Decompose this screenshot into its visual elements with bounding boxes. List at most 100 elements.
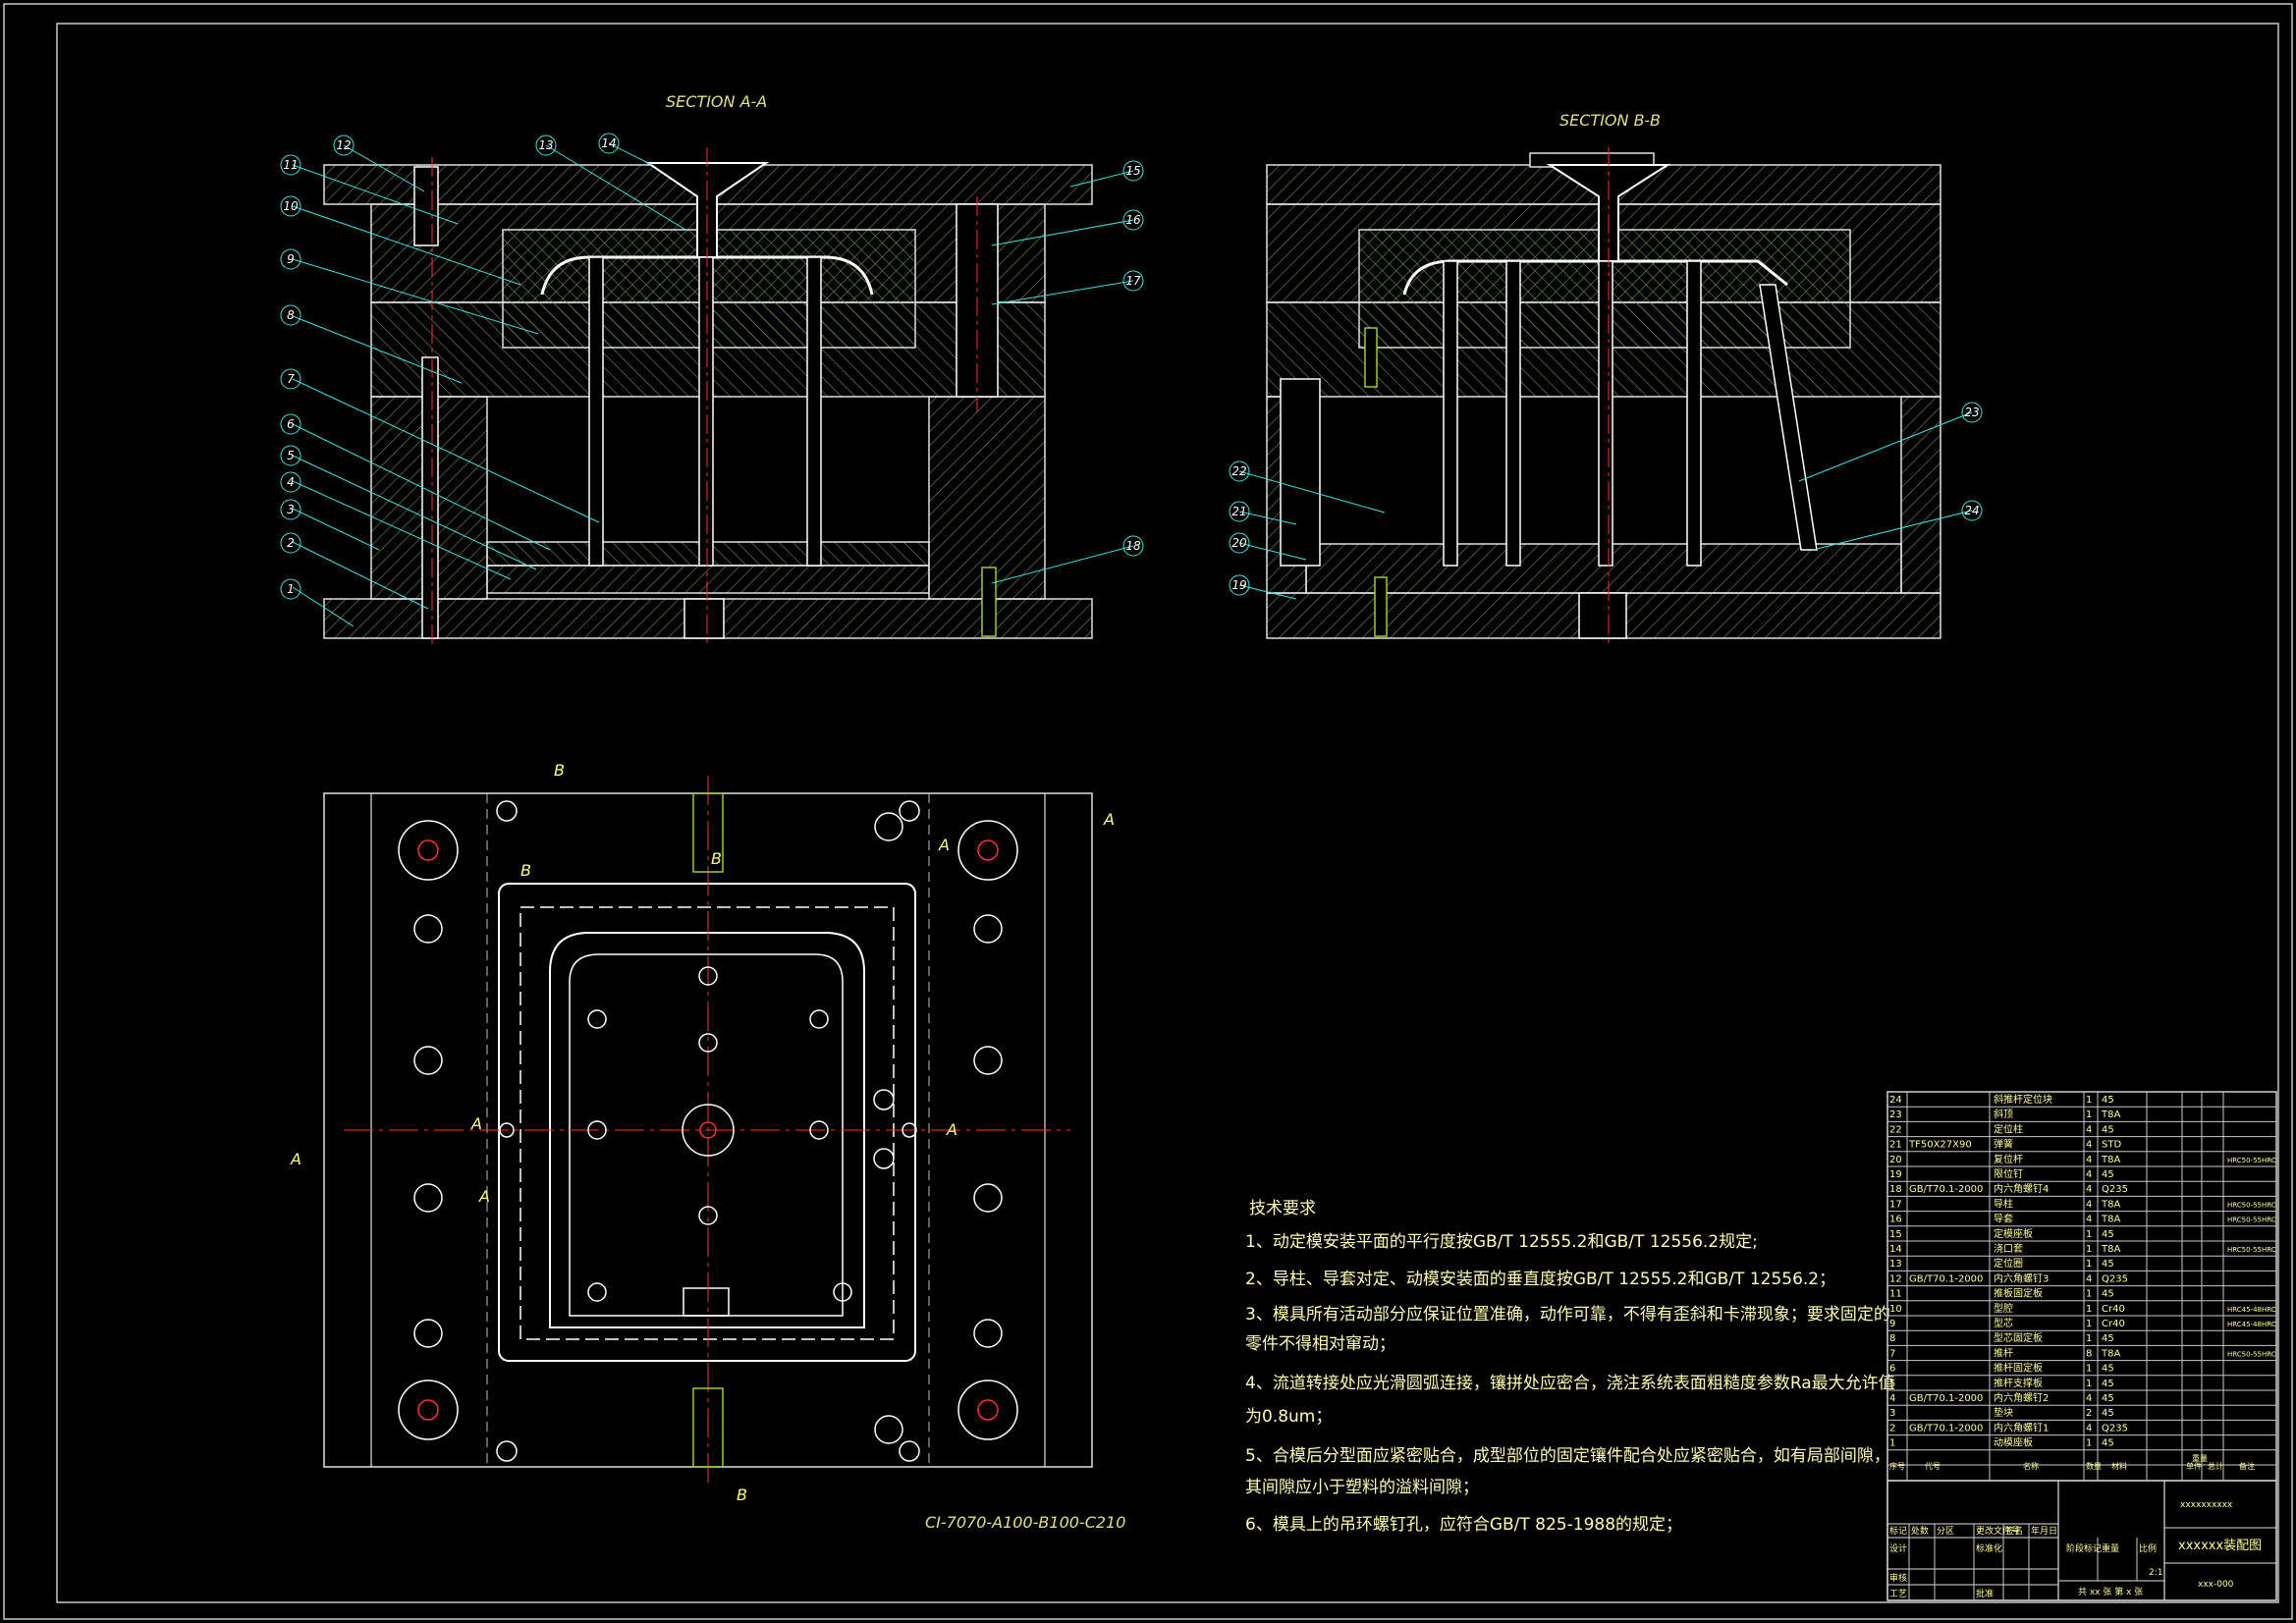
bom-cell: 推板固定板 bbox=[1994, 1287, 2043, 1300]
svg-text:工艺: 工艺 bbox=[1889, 1589, 1907, 1599]
bom-header-cell: 名称 bbox=[2023, 1461, 2039, 1471]
bom-cell: HRC50-55HRC bbox=[2227, 1350, 2276, 1358]
svg-text:A: A bbox=[470, 1114, 482, 1133]
bom-cell: 1 bbox=[2086, 1333, 2092, 1344]
balloon: 17 bbox=[1122, 270, 1144, 292]
svg-text:xxx-000: xxx-000 bbox=[2198, 1580, 2234, 1590]
bom-header-cell: 总计 bbox=[2208, 1461, 2223, 1471]
bom-cell: 垫块 bbox=[1994, 1406, 2013, 1419]
svg-text:B: B bbox=[520, 861, 531, 880]
svg-text:B: B bbox=[554, 761, 565, 780]
svg-text:阶段标记: 阶段标记 bbox=[2066, 1542, 2102, 1554]
bom-cell: 内六角螺钉1 bbox=[1994, 1421, 2049, 1434]
svg-text:技术要求: 技术要求 bbox=[1249, 1199, 1316, 1218]
svg-text:审核: 审核 bbox=[1889, 1572, 1907, 1584]
svg-text:3、模具所有活动部分应保证位置准确，动作可靠，不得有歪斜和卡: 3、模具所有活动部分应保证位置准确，动作可靠，不得有歪斜和卡滞现象；要求固定的 bbox=[1245, 1305, 1890, 1325]
bom-cell: Cr40 bbox=[2102, 1319, 2125, 1329]
balloon: 20 bbox=[1229, 532, 1250, 554]
bom-cell: 复位杆 bbox=[1994, 1153, 2023, 1165]
bom-header-cell: 序号 bbox=[1889, 1461, 1905, 1471]
bom-cell: 4 bbox=[2086, 1124, 2092, 1135]
bom-cell: 20 bbox=[1889, 1155, 1902, 1165]
bom-cell: 1 bbox=[2086, 1244, 2092, 1255]
bom-cell: 45 bbox=[2102, 1259, 2114, 1270]
bom-cell: 1 bbox=[2086, 1304, 2092, 1315]
balloon: 22 bbox=[1229, 460, 1250, 482]
section-aa-view: SECTION A-A bbox=[292, 92, 1134, 648]
bom-cell: 4 bbox=[2086, 1140, 2092, 1151]
bom-cell: GB/T70.1-2000 bbox=[1909, 1273, 1983, 1284]
svg-text:6、模具上的吊环螺钉孔，应符合GB/T 825-1988的规: 6、模具上的吊环螺钉孔，应符合GB/T 825-1988的规定； bbox=[1245, 1515, 1682, 1535]
bom-cell: 1 bbox=[2086, 1379, 2092, 1389]
bom-cell: 21 bbox=[1889, 1140, 1902, 1151]
balloon: 18 bbox=[1122, 535, 1144, 557]
bom-cell: 型芯固定板 bbox=[1994, 1331, 2043, 1344]
svg-text:批准: 批准 bbox=[1976, 1588, 1994, 1599]
outer-border bbox=[3, 3, 2293, 1620]
section-aa-title: SECTION A-A bbox=[666, 92, 767, 111]
svg-text:2:1: 2:1 bbox=[2149, 1568, 2162, 1578]
svg-text:xxxxxx装配图: xxxxxx装配图 bbox=[2178, 1539, 2262, 1553]
bom-cell: T8A bbox=[2101, 1348, 2120, 1359]
bom-header-cell: 单件 bbox=[2186, 1461, 2202, 1471]
svg-text:分区: 分区 bbox=[1937, 1526, 1954, 1537]
bom-cell: 24 bbox=[1889, 1095, 1902, 1106]
svg-text:24: 24 bbox=[1964, 504, 1979, 517]
svg-text:4: 4 bbox=[287, 475, 295, 489]
bom-cell: 10 bbox=[1889, 1304, 1902, 1315]
bom-cell: 1 bbox=[2086, 1364, 2092, 1375]
balloon: 19 bbox=[1229, 574, 1250, 596]
technical-requirements: 技术要求 1、动定模安装平面的平行度按GB/T 12555.2和GB/T 125… bbox=[1245, 1199, 1895, 1535]
balloon: 11 bbox=[280, 154, 301, 176]
svg-text:6: 6 bbox=[287, 417, 295, 431]
bom-cell: 型腔 bbox=[1994, 1302, 2013, 1315]
bom-cell: T8A bbox=[2101, 1109, 2120, 1120]
plan-view bbox=[323, 776, 1093, 1483]
bom-cell: 9 bbox=[1889, 1319, 1895, 1329]
svg-text:设计: 设计 bbox=[1889, 1542, 1907, 1554]
bom-cell: 斜推杆定位块 bbox=[1994, 1093, 2052, 1106]
balloons-aa: 1 2 3 4 5 6 7 8 9 10 11 12 13 14 15 16 1… bbox=[280, 133, 1144, 600]
bom-cell: GB/T70.1-2000 bbox=[1909, 1393, 1983, 1404]
bom-header-cell: 重量 bbox=[2192, 1453, 2208, 1463]
bom-header-cell: 材料 bbox=[2111, 1461, 2127, 1471]
bom-cell: 45 bbox=[2102, 1408, 2114, 1419]
svg-text:5、合模后分型面应紧密贴合，成型部位的固定镶件配合处应紧密贴: 5、合模后分型面应紧密贴合，成型部位的固定镶件配合处应紧密贴合，如有局部间隙， bbox=[1245, 1445, 1890, 1466]
svg-text:A: A bbox=[1103, 810, 1115, 829]
svg-text:标记: 标记 bbox=[1889, 1525, 1907, 1537]
bom-cell: 定位柱 bbox=[1994, 1122, 2023, 1135]
bom-cell: 12 bbox=[1889, 1273, 1902, 1284]
bom-cell: Q235 bbox=[2102, 1423, 2128, 1434]
bom-cell: 4 bbox=[2086, 1199, 2092, 1210]
bom-cell: 23 bbox=[1889, 1109, 1902, 1120]
bom-cell: HRC50-55HRC bbox=[2227, 1157, 2276, 1164]
bom-cell: 45 bbox=[2102, 1124, 2114, 1135]
svg-text:零件不得相对窜动；: 零件不得相对窜动； bbox=[1245, 1334, 1395, 1354]
bom-cell: 推杆支撑板 bbox=[1994, 1377, 2043, 1389]
balloon: 4 bbox=[280, 471, 301, 493]
balloon: 7 bbox=[280, 368, 301, 390]
svg-text:A: A bbox=[290, 1150, 301, 1168]
bom-cell: 4 bbox=[2086, 1423, 2092, 1434]
bom-cell: T8A bbox=[2101, 1215, 2120, 1225]
svg-text:12: 12 bbox=[336, 138, 351, 152]
bom-cell: 7 bbox=[1889, 1348, 1895, 1359]
svg-text:9: 9 bbox=[287, 252, 295, 266]
bom-cell: 1 bbox=[2086, 1438, 2092, 1449]
bom-cell: 弹簧 bbox=[1994, 1138, 2013, 1151]
bom-cell: 推杆固定板 bbox=[1994, 1362, 2043, 1375]
balloons-bb: 19 20 21 22 23 24 bbox=[1229, 402, 1983, 596]
bom-cell: 内六角螺钉3 bbox=[1994, 1271, 2049, 1284]
bom-cell: 4 bbox=[2086, 1184, 2092, 1195]
balloon: 24 bbox=[1961, 500, 1983, 521]
bom-cell: HRC50-55HRC bbox=[2227, 1217, 2276, 1224]
section-bb-title: SECTION B-B bbox=[1559, 111, 1661, 130]
bom-cell: STD bbox=[2102, 1140, 2121, 1151]
bom-cell: 45 bbox=[2102, 1229, 2114, 1240]
bom-cell: 17 bbox=[1889, 1199, 1902, 1210]
svg-text:重量: 重量 bbox=[2102, 1542, 2119, 1554]
bom-cell: 定位圈 bbox=[1994, 1257, 2023, 1270]
bom-cell: 4 bbox=[2086, 1215, 2092, 1225]
balloon: 3 bbox=[280, 499, 301, 520]
